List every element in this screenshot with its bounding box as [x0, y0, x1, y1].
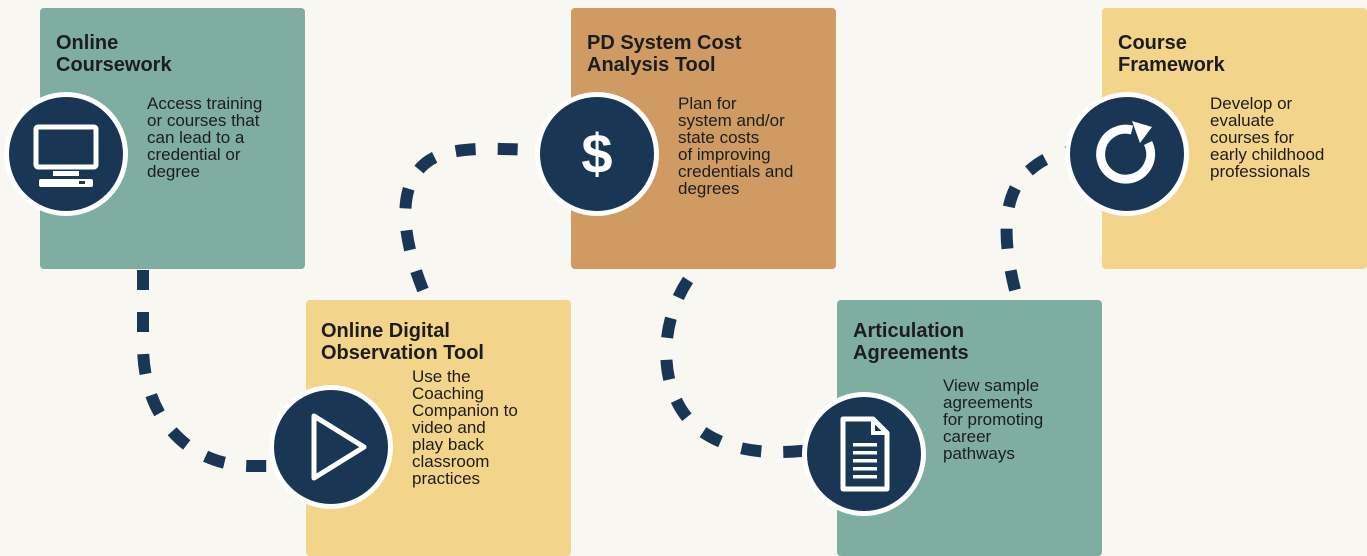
connector-coursework-to-observation — [137, 270, 282, 472]
connector-observation-to-cost — [399, 142, 541, 293]
document-icon[interactable] — [802, 392, 926, 516]
connector-cost-to-articulation — [660, 276, 811, 459]
circular-arrow-icon[interactable] — [1065, 92, 1189, 216]
dollar-sign-icon[interactable]: $ — [535, 92, 659, 216]
dollar-sign-glyph: $ — [581, 122, 612, 185]
play-icon[interactable] — [269, 385, 393, 509]
computer-monitor-icon[interactable] — [4, 92, 128, 216]
